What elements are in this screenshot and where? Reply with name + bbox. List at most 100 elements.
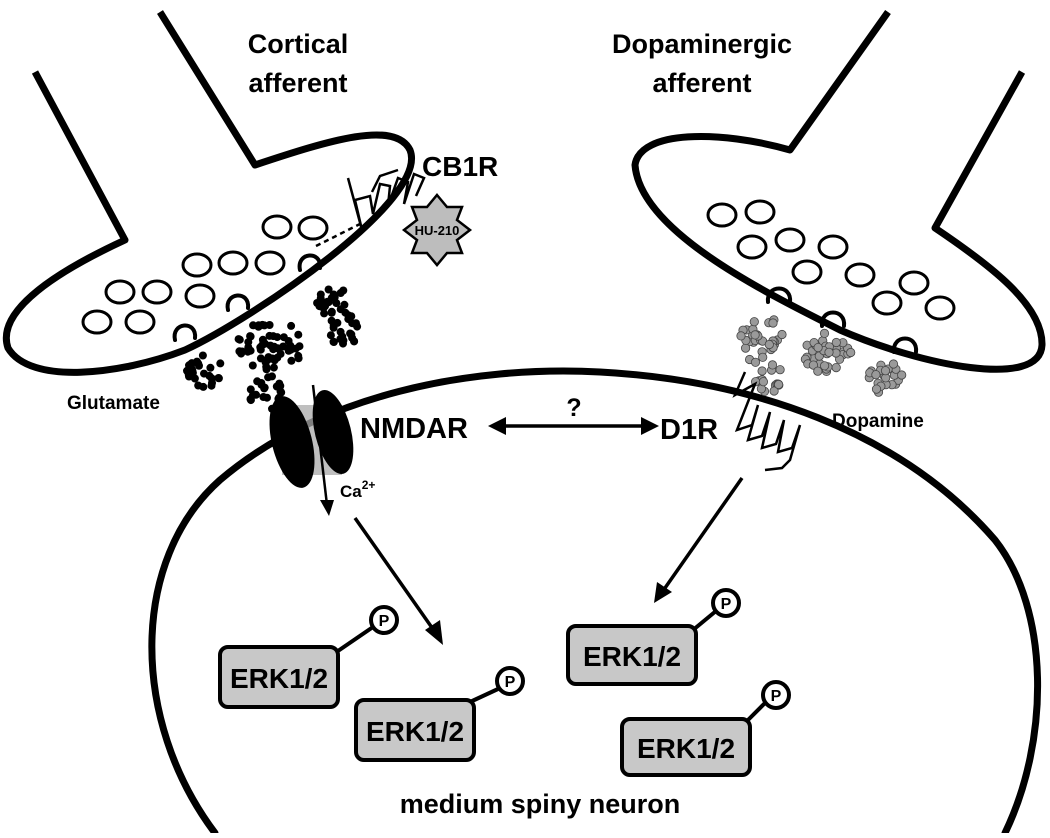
vesicle <box>817 234 849 260</box>
erk-group-4: P ERK1/2 <box>620 680 791 777</box>
erk-group-2: P ERK1/2 <box>354 666 525 762</box>
erk-box <box>354 698 476 762</box>
glutamate-label: Glutamate <box>67 393 160 414</box>
vesicle <box>774 227 806 253</box>
glutamate-molecule <box>208 379 216 387</box>
glutamate-molecule <box>329 338 338 346</box>
glutamate-molecule <box>246 332 255 341</box>
erk-label: ERK1/2 <box>230 663 328 694</box>
glutamate-molecule <box>260 383 269 392</box>
glutamate-molecule <box>262 365 271 374</box>
phospho-circle <box>711 588 741 618</box>
calcium-label: Ca2+ <box>340 478 375 501</box>
dopamine-molecule <box>757 366 767 376</box>
erk-group-3: P ERK1/2 <box>566 588 741 686</box>
medium-spiny-neuron-membrane <box>148 367 1041 837</box>
dopamine-molecule <box>880 366 891 376</box>
glutamate-molecule <box>316 294 325 303</box>
erk-group-1: P ERK1/2 <box>218 605 399 709</box>
phospho-label: P <box>505 674 516 691</box>
glutamate-molecule <box>294 351 303 360</box>
glutamate-molecule <box>321 302 330 310</box>
vesicle <box>791 259 823 285</box>
glutamate-molecule <box>346 329 355 338</box>
glutamate-molecule <box>238 347 247 356</box>
fusing-vesicle <box>297 253 322 272</box>
glutamate-molecule <box>266 341 275 350</box>
phospho-label: P <box>721 596 732 613</box>
dopamine-molecule <box>871 370 881 380</box>
dopamine-molecule <box>777 329 787 340</box>
dopamine-molecule <box>819 361 830 371</box>
cb1r-receptor <box>315 168 426 248</box>
glutamate-molecule <box>284 346 293 355</box>
dopamine-molecule <box>831 337 841 348</box>
vesicle <box>898 270 930 296</box>
hu210-ligand: HU-210 <box>401 193 473 267</box>
glutamate-molecule <box>276 387 285 396</box>
dopamine-molecule <box>846 347 856 358</box>
vesicle <box>254 250 286 276</box>
glutamate-molecule <box>291 344 300 353</box>
vesicle <box>924 295 956 321</box>
d1r-label: D1R <box>660 414 718 446</box>
dopamine-molecule <box>749 317 759 327</box>
glutamate-molecule <box>348 319 357 328</box>
glutamate-molecule <box>206 363 215 372</box>
dopamine-molecule <box>888 359 899 369</box>
nmdar-subunit <box>269 396 315 488</box>
calcium-influx-arrow <box>311 384 334 516</box>
dopamine-molecule <box>775 365 785 375</box>
dopamine-molecule <box>897 370 907 380</box>
glutamate-molecule <box>263 393 271 402</box>
glutamate-molecule <box>200 369 208 378</box>
dopamine-molecule <box>750 357 761 367</box>
glutamate-molecule <box>249 321 258 330</box>
calcium-charge: 2+ <box>362 478 376 492</box>
dopamine-molecule <box>768 318 778 328</box>
vesicle <box>706 202 738 228</box>
dopaminergic-vesicles <box>706 199 956 321</box>
glutamate-molecule <box>273 353 282 362</box>
vesicle <box>736 234 768 260</box>
dopamine-molecule <box>750 330 760 340</box>
glutamate-molecule <box>347 312 356 321</box>
glutamate-molecule <box>246 395 255 404</box>
glutamate-molecule <box>279 333 288 342</box>
dopaminergic-fusing-vesicles <box>766 286 918 354</box>
dopamine-molecule <box>767 360 778 370</box>
hu210-label: HU-210 <box>415 223 460 238</box>
glutamate-molecule <box>326 331 335 340</box>
glutamate-molecule <box>287 321 296 330</box>
glutamate-molecule <box>246 385 255 394</box>
fusing-vesicle <box>766 286 792 304</box>
dopamine-molecule <box>831 362 841 373</box>
glutamate-molecule <box>216 359 225 368</box>
nmdar-label: NMDAR <box>360 413 468 445</box>
nmdar-channel <box>269 390 354 488</box>
neuron-label: medium spiny neuron <box>400 789 681 819</box>
glutamate-molecule <box>275 379 284 388</box>
fusing-vesicle <box>820 310 846 328</box>
phospho-label: P <box>379 613 390 630</box>
vesicle <box>871 290 903 316</box>
glutamate-molecule <box>260 321 269 330</box>
glutamate-molecule <box>252 390 260 399</box>
dopaminergic-afferent-terminal <box>631 9 1046 373</box>
erk-box <box>566 624 698 686</box>
phospho-label: P <box>771 688 782 705</box>
calcium-symbol: Ca <box>340 482 362 501</box>
glutamate-molecule <box>339 286 348 295</box>
glutamate-molecule <box>273 344 282 353</box>
erk-box <box>218 645 340 709</box>
dopaminergic-title-line1: Dopaminergic <box>612 29 792 59</box>
dopamine-molecule <box>758 352 768 362</box>
glutamate-molecule <box>198 351 207 360</box>
glutamate-molecule <box>327 293 336 302</box>
d1r-to-erk-arrow <box>654 476 744 603</box>
vesicle <box>844 262 876 288</box>
glutamate-molecule <box>336 335 345 343</box>
glutamate-molecule <box>287 356 296 365</box>
nmdar-to-erk-arrow <box>353 516 443 645</box>
